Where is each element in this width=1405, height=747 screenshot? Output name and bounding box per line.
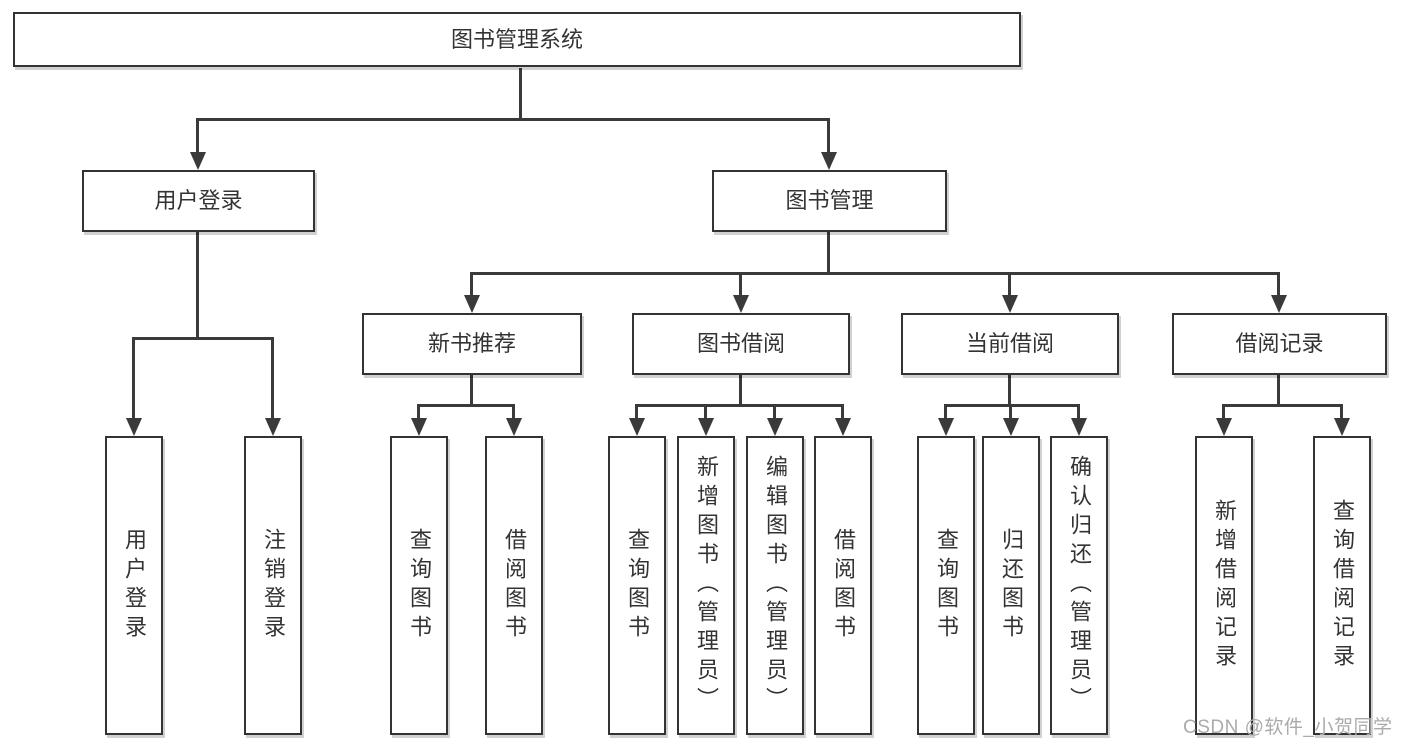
connector-line — [133, 337, 274, 340]
connector-line — [739, 375, 742, 407]
leaf-bb-borrow-books: 借阅图书 — [814, 436, 872, 735]
leaf-nb-borrow-books-label: 借阅图书 — [502, 527, 527, 644]
connector-line — [470, 272, 473, 297]
node-current-borrow-label: 当前借阅 — [965, 331, 1054, 356]
arrow-down-icon — [835, 418, 851, 436]
arrow-down-icon — [190, 152, 206, 170]
connector-line — [635, 404, 638, 420]
leaf-bb-borrow-books-label: 借阅图书 — [831, 527, 856, 644]
arrow-down-icon — [126, 418, 142, 436]
arrow-down-icon — [698, 418, 714, 436]
arrow-down-icon — [1003, 418, 1019, 436]
node-user-login: 用户登录 — [82, 170, 315, 232]
connector-line — [1077, 404, 1080, 420]
arrow-down-icon — [821, 152, 837, 170]
connector-line — [1277, 375, 1280, 407]
leaf-br-query-record-label: 查询借阅记录 — [1330, 498, 1355, 673]
node-book-management: 图书管理 — [712, 170, 947, 232]
leaf-br-add-record-label: 新增借阅记录 — [1212, 498, 1237, 673]
node-root: 图书管理系统 — [13, 12, 1021, 67]
arrow-down-icon — [1216, 418, 1232, 436]
node-borrow-records: 借阅记录 — [1172, 313, 1387, 375]
watermark: CSDN @软件_小贺同学 — [1183, 717, 1393, 738]
connector-line — [739, 272, 742, 297]
connector-line — [1222, 404, 1225, 420]
connector-line — [945, 404, 1080, 407]
connector-line — [636, 404, 844, 407]
connector-line — [132, 337, 135, 418]
connector-line — [418, 404, 515, 407]
connector-line — [1277, 272, 1280, 297]
leaf-cb-confirm-return-admin-label: 确认归还（管理员） — [1067, 455, 1092, 716]
arrow-down-icon — [1271, 295, 1287, 313]
arrow-down-icon — [411, 418, 427, 436]
leaf-bb-query-books-label: 查询图书 — [625, 527, 650, 644]
leaf-user-login-label: 用户登录 — [122, 527, 147, 644]
leaf-logout: 注销登录 — [244, 436, 302, 735]
leaf-bb-query-books: 查询图书 — [608, 436, 666, 735]
leaf-br-query-record: 查询借阅记录 — [1313, 436, 1371, 735]
node-new-book-recommend-label: 新书推荐 — [427, 331, 516, 356]
leaf-br-add-record: 新增借阅记录 — [1195, 436, 1253, 735]
leaf-cb-query-books-label: 查询图书 — [934, 527, 959, 644]
connector-line — [271, 337, 274, 418]
arrow-down-icon — [938, 418, 954, 436]
connector-line — [1009, 404, 1012, 420]
node-current-borrow: 当前借阅 — [901, 313, 1119, 375]
arrow-down-icon — [1002, 295, 1018, 313]
arrow-down-icon — [733, 295, 749, 313]
connector-line — [704, 404, 707, 420]
leaf-cb-return-books-label: 归还图书 — [999, 527, 1024, 644]
leaf-cb-confirm-return-admin: 确认归还（管理员） — [1050, 436, 1108, 735]
leaf-nb-borrow-books: 借阅图书 — [485, 436, 543, 735]
connector-line — [196, 232, 199, 339]
connector-line — [841, 404, 844, 420]
leaf-bb-add-books-admin-label: 新增图书（管理员） — [694, 455, 719, 716]
connector-line — [1008, 272, 1011, 297]
leaf-bb-add-books-admin: 新增图书（管理员） — [677, 436, 735, 735]
node-book-borrow: 图书借阅 — [632, 313, 850, 375]
node-book-borrow-label: 图书借阅 — [696, 331, 785, 356]
leaf-bb-edit-books-admin-label: 编辑图书（管理员） — [763, 455, 788, 716]
node-root-label: 图书管理系统 — [450, 26, 583, 52]
leaf-nb-query-books: 查询图书 — [390, 436, 448, 735]
connector-line — [773, 404, 776, 420]
connector-line — [470, 375, 473, 407]
connector-line — [197, 118, 830, 121]
arrow-down-icon — [506, 418, 522, 436]
connector-line — [512, 404, 515, 420]
connector-line — [1223, 404, 1343, 407]
arrow-down-icon — [464, 295, 480, 313]
leaf-logout-label: 注销登录 — [261, 527, 286, 644]
connector-line — [944, 404, 947, 420]
node-user-login-label: 用户登录 — [154, 188, 243, 213]
connector-line — [827, 232, 830, 274]
arrow-down-icon — [629, 418, 645, 436]
connector-line — [1340, 404, 1343, 420]
arrow-down-icon — [1071, 418, 1087, 436]
leaf-cb-return-books: 归还图书 — [982, 436, 1040, 735]
arrow-down-icon — [265, 418, 281, 436]
leaf-cb-query-books: 查询图书 — [917, 436, 975, 735]
connector-line — [519, 68, 522, 121]
connector-line — [417, 404, 420, 420]
connector-line — [827, 118, 830, 154]
leaf-nb-query-books-label: 查询图书 — [407, 527, 432, 644]
node-borrow-records-label: 借阅记录 — [1235, 331, 1324, 356]
node-new-book-recommend: 新书推荐 — [362, 313, 582, 375]
node-book-management-label: 图书管理 — [785, 188, 874, 213]
connector-line — [1008, 375, 1011, 407]
leaf-bb-edit-books-admin: 编辑图书（管理员） — [746, 436, 804, 735]
leaf-user-login: 用户登录 — [105, 436, 163, 735]
arrow-down-icon — [1334, 418, 1350, 436]
connector-line — [471, 272, 1280, 275]
arrow-down-icon — [767, 418, 783, 436]
connector-line — [196, 118, 199, 154]
